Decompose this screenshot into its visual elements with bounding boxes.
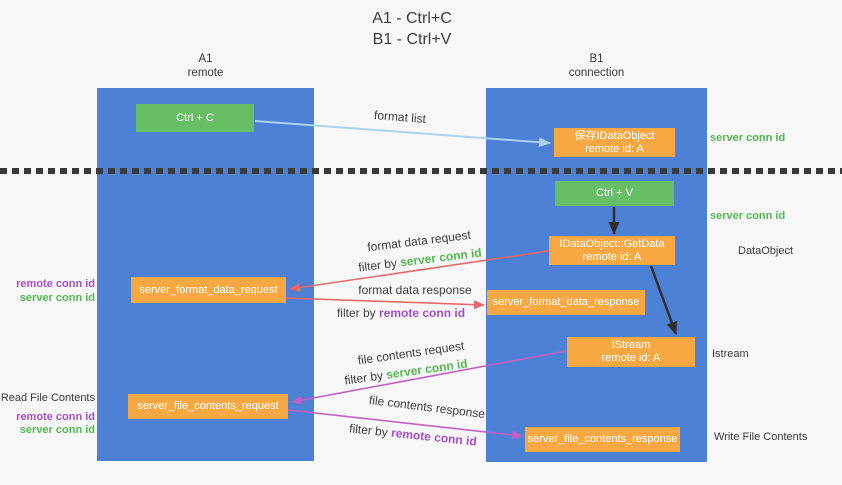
lane-b1-header: B1 connection <box>486 52 707 80</box>
filter-key-remote-conn-2: remote conn id <box>390 425 478 449</box>
lane-b1-role: connection <box>568 67 625 79</box>
node-server-format-data-request: server_format_data_request <box>131 277 286 303</box>
side-label-remote-conn-id-mid: remote conn id <box>16 278 95 290</box>
label-format-data-response: format data response <box>358 283 472 297</box>
filter-prefix-3: filter by <box>343 368 384 388</box>
node-server-format-data-response: server_format_data_response <box>487 290 645 315</box>
node-server-file-contents-response: server_file_contents_response <box>525 427 680 452</box>
node-save-idataobject-line1: 保存IDataObject <box>574 129 655 142</box>
side-label-istream: Istream <box>712 348 749 360</box>
title-line-1: A1 - Ctrl+C <box>372 10 452 27</box>
side-label-dataobject: DataObject <box>738 245 794 257</box>
node-ctrl-c-label: Ctrl + C <box>176 111 214 124</box>
side-label-server-conn-id-left-bottom: server conn id <box>19 424 95 436</box>
side-label-read-file-contents: Read File Contents <box>0 392 95 404</box>
node-server-file-contents-response-label: server_file_contents_response <box>527 433 678 445</box>
label-format-list: format list <box>373 107 427 127</box>
label-filter-remote-conn-1: filter by remote conn id <box>337 306 465 320</box>
diagram-title: A1 - Ctrl+C B1 - Ctrl+V <box>0 8 824 50</box>
filter-key-server-conn-1: server conn id <box>399 245 483 270</box>
label-file-contents-response: file contents response <box>368 392 486 422</box>
node-server-file-contents-request-label: server_file_contents_request <box>137 400 279 412</box>
node-save-idataobject: 保存IDataObject remote id: A <box>554 128 675 157</box>
side-label-write-file-contents: Write File Contents <box>714 431 808 443</box>
label-filter-remote-conn-2: filter by remote conn id <box>349 421 478 448</box>
node-server-format-data-request-label: server_format_data_request <box>139 283 278 296</box>
node-istream: IStream remote id: A <box>567 337 695 367</box>
node-ctrl-c: Ctrl + C <box>136 104 254 132</box>
lane-a1-role: remote <box>187 67 224 79</box>
filter-prefix-4: filter by <box>348 421 389 440</box>
node-istream-line2: remote id: A <box>601 352 661 364</box>
node-idataobject-getdata: IDataObject::GetData remote id: A <box>549 236 675 265</box>
side-label-server-conn-id-mid: server conn id <box>710 210 786 222</box>
lane-a1-name: A1 <box>198 53 213 65</box>
title-line-2: B1 - Ctrl+V <box>372 31 452 48</box>
session-divider-dashed-line <box>0 168 842 174</box>
lane-a1-header: A1 remote <box>97 52 314 80</box>
side-label-server-conn-id-left-mid: server conn id <box>19 292 95 304</box>
node-idataobject-getdata-line2: remote id: A <box>582 250 642 263</box>
node-idataobject-getdata-line1: IDataObject::GetData <box>559 237 665 250</box>
side-label-remote-conn-id-bottom: remote conn id <box>16 411 95 423</box>
arrow-format-data-response <box>285 297 485 310</box>
filter-prefix-2: filter by <box>336 306 376 320</box>
node-save-idataobject-line2: remote id: A <box>585 142 644 155</box>
side-label-server-conn-id-top: server conn id <box>710 132 786 144</box>
node-istream-line1: IStream <box>611 339 651 351</box>
node-ctrl-v: Ctrl + V <box>555 181 674 206</box>
node-ctrl-v-label: Ctrl + V <box>596 187 633 199</box>
node-server-format-data-response-label: server_format_data_response <box>492 296 640 308</box>
filter-key-remote-conn-1: remote conn id <box>379 306 466 320</box>
node-server-file-contents-request: server_file_contents_request <box>128 394 288 419</box>
lane-b1-name: B1 <box>589 53 604 65</box>
filter-prefix-1: filter by <box>357 255 398 275</box>
